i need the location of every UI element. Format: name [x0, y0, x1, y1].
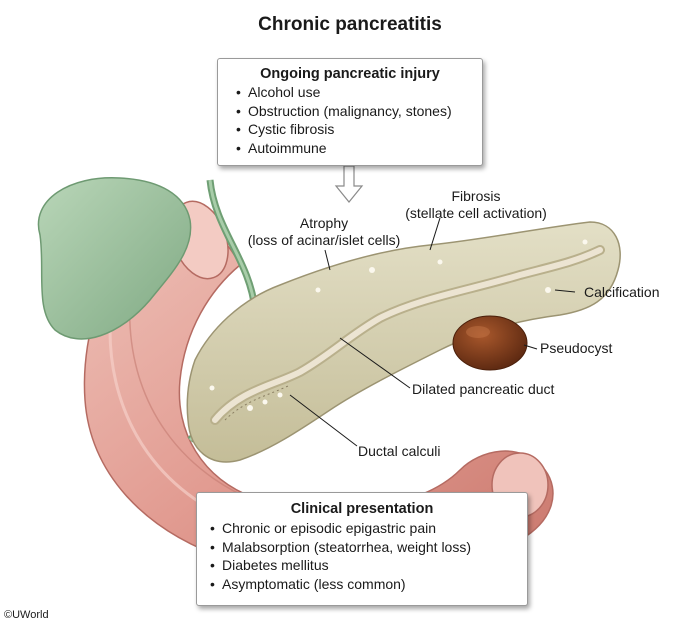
clinical-box: Clinical presentation Chronic or episodi… — [196, 492, 528, 606]
list-item: Diabetes mellitus — [206, 556, 527, 575]
pseudocyst — [452, 315, 528, 371]
list-item: Asymptomatic (less common) — [206, 575, 527, 594]
list-item: Autoimmune — [232, 139, 482, 158]
injury-box-title: Ongoing pancreatic injury — [260, 66, 440, 82]
calcification-label: Calcification — [584, 284, 660, 300]
clinical-list: Chronic or episodic epigastric pain Mala… — [206, 519, 527, 593]
atrophy-label-line2: (loss of acinar/islet cells) — [247, 232, 401, 248]
list-item: Malabsorption (steatorrhea, weight loss) — [206, 538, 527, 557]
pancreas — [186, 221, 621, 463]
fibrosis-label: Fibrosis (stellate cell activation) — [396, 188, 556, 222]
list-item: Cystic fibrosis — [232, 120, 482, 139]
list-item: Alcohol use — [232, 83, 482, 102]
diagram-title: Chronic pancreatitis — [258, 14, 442, 35]
dilated-duct-label: Dilated pancreatic duct — [412, 381, 555, 397]
injury-box: Ongoing pancreatic injury Alcohol use Ob… — [217, 58, 483, 166]
pseudocyst-label: Pseudocyst — [540, 340, 613, 356]
copyright: ©UWorld — [4, 609, 49, 621]
atrophy-label-line1: Atrophy — [299, 215, 349, 231]
clinical-box-title: Clinical presentation — [290, 501, 434, 517]
atrophy-label: Atrophy (loss of acinar/islet cells) — [236, 215, 412, 249]
ductal-calculi-label: Ductal calculi — [358, 443, 441, 459]
dilated-duct — [212, 247, 603, 423]
down-arrow — [334, 165, 364, 203]
leader-lines — [289, 217, 576, 447]
fibrosis-label-line1: Fibrosis — [451, 188, 501, 204]
duodenum — [83, 200, 554, 580]
list-item: Chronic or episodic epigastric pain — [206, 519, 527, 538]
fibrosis-label-line2: (stellate cell activation) — [405, 205, 547, 221]
list-item: Obstruction (malignancy, stones) — [232, 102, 482, 121]
injury-list: Alcohol use Obstruction (malignancy, sto… — [232, 83, 482, 157]
